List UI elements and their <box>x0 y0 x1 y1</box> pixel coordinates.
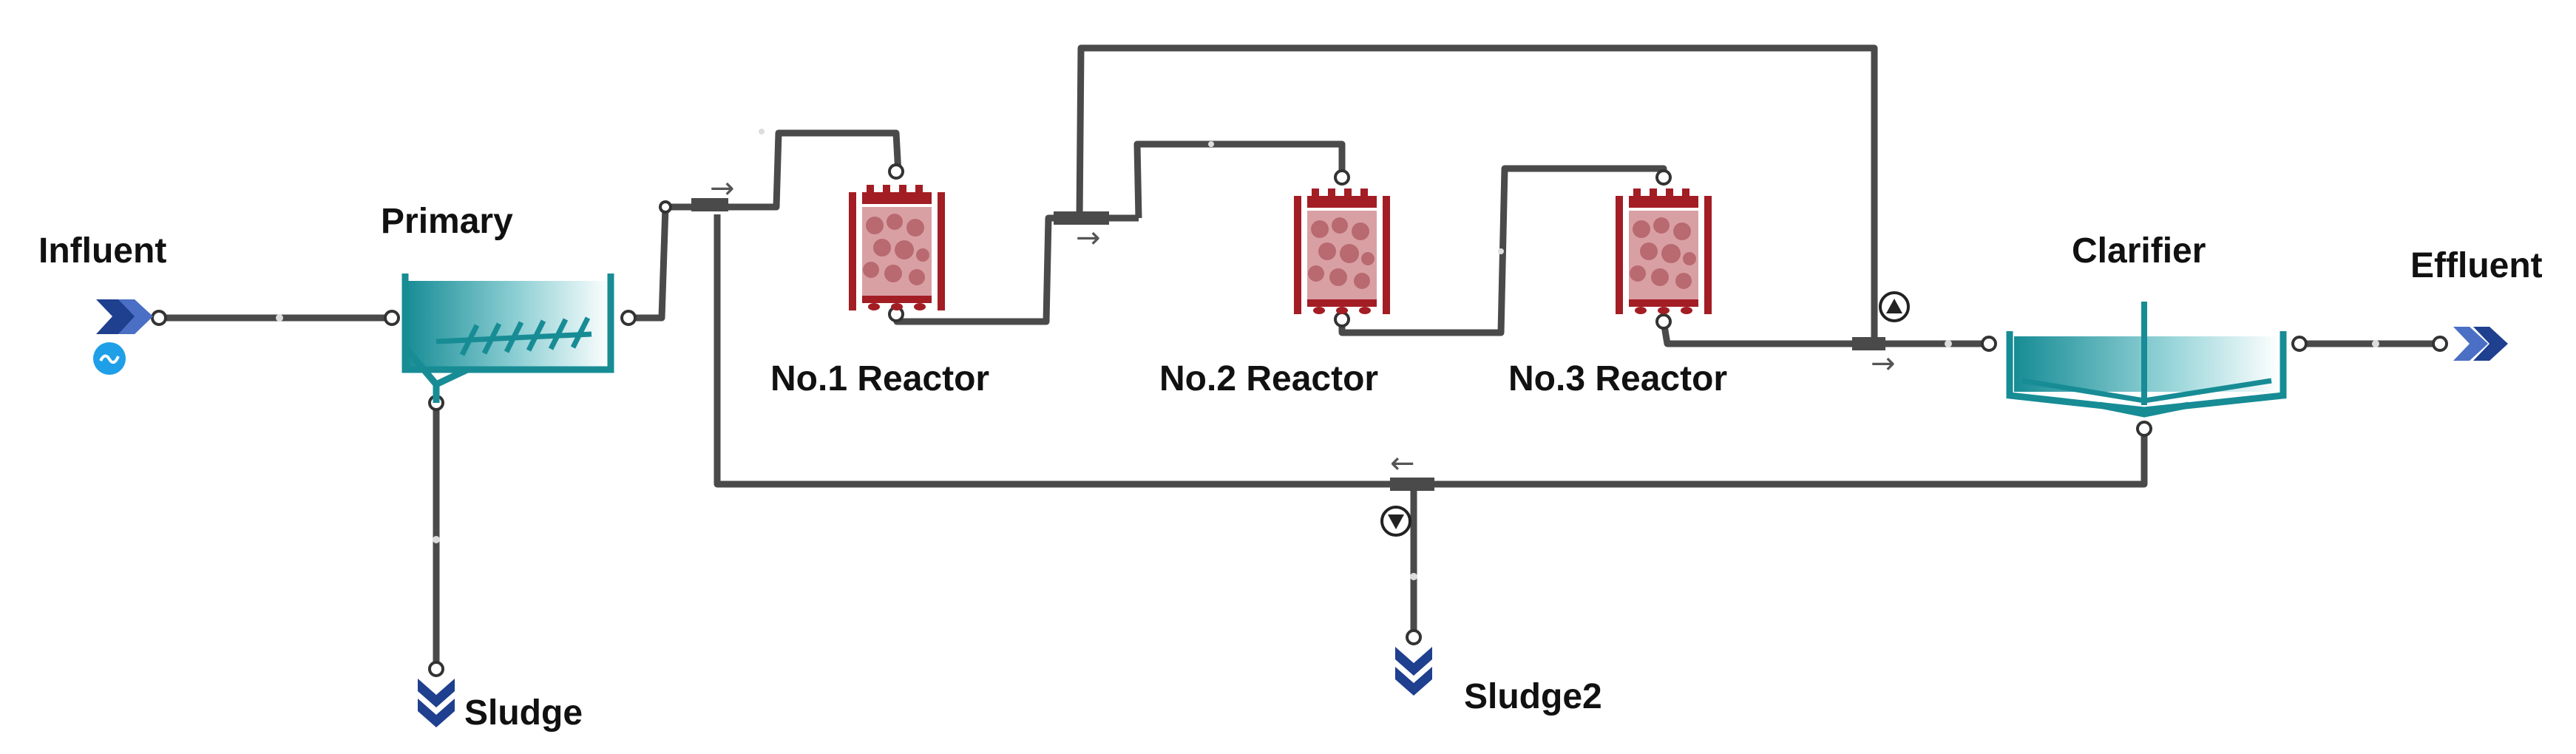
reactor-2-label: No.2 Reactor <box>1159 359 1378 398</box>
pump-up-icon[interactable] <box>1879 291 1910 322</box>
pump-down-icon[interactable] <box>1380 506 1411 537</box>
pipe-internal-recycle <box>1076 44 1878 344</box>
ports <box>151 163 2448 677</box>
pipe-reactor1-mixer <box>892 214 1139 325</box>
primary-clarifier[interactable] <box>401 274 614 403</box>
influent-node[interactable] <box>93 299 153 375</box>
pipe-reactor3-splitter2 <box>1660 321 1856 347</box>
flow-arrow-right-icon: → <box>1871 347 1896 381</box>
flow-arrow-right-icon: → <box>1076 221 1101 255</box>
primary-scraper-icon <box>435 316 592 356</box>
secondary-clarifier[interactable] <box>2006 302 2287 418</box>
splitter-1[interactable]: → <box>691 171 735 211</box>
reactor-1-label: No.1 Reactor <box>770 359 989 398</box>
splitter-2[interactable]: → <box>1852 337 1896 381</box>
sludge2-label: Sludge2 <box>1464 677 1602 716</box>
primary-label: Primary <box>381 202 513 241</box>
reactor-1-beads-icon <box>863 214 929 285</box>
clarifier-label: Clarifier <box>2072 231 2206 271</box>
pipe-mixer-reactor2 <box>1133 140 1346 219</box>
primary-tank-fill <box>405 281 611 370</box>
influent-label: Influent <box>38 231 166 271</box>
sludge2-chevron-icon[interactable] <box>1395 647 1432 696</box>
pipe-primary-splitter <box>628 203 695 322</box>
flow-arrow-right-icon: → <box>710 171 735 206</box>
splitter-3[interactable]: ← <box>1390 446 1434 491</box>
reactor-3-beads-icon <box>1630 217 1696 289</box>
reactor-2[interactable] <box>1294 188 1390 314</box>
effluent-label: Effluent <box>2410 246 2543 285</box>
reactor-3[interactable] <box>1616 188 1712 314</box>
sludge-label: Sludge <box>464 693 583 733</box>
influent-sine-icon <box>93 342 126 375</box>
sludge-chevron-icon[interactable] <box>418 679 455 727</box>
flow-arrow-left-icon: ← <box>1390 446 1415 480</box>
reactor-2-beads-icon <box>1308 217 1375 289</box>
reactor-3-label: No.3 Reactor <box>1508 359 1727 398</box>
influent-chevron-icon <box>96 299 153 334</box>
reactor-1[interactable] <box>849 185 945 310</box>
pipe-dots <box>276 129 2379 580</box>
pipe-splitter-reactor1 <box>695 129 902 211</box>
mixer-1[interactable]: → <box>1054 211 1109 255</box>
effluent-chevron-icon[interactable] <box>2453 327 2508 361</box>
